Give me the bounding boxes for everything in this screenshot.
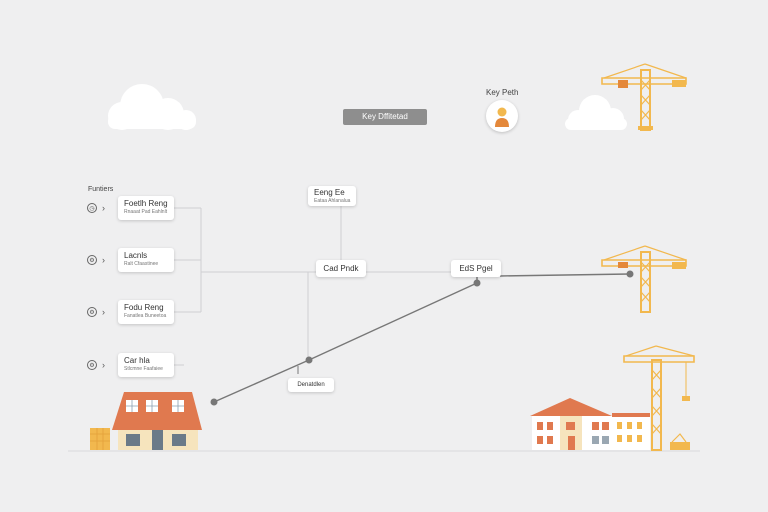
gear-icon: ⚙ bbox=[87, 360, 97, 370]
list-item[interactable]: Foetlh Reng Rnaaat Pad Eahlnlt bbox=[118, 196, 174, 220]
connector-lines bbox=[174, 206, 452, 366]
crane-icon bbox=[601, 63, 687, 131]
gear-icon: ⚙ bbox=[87, 255, 97, 265]
crane-icon bbox=[623, 345, 695, 451]
chevron-right-icon[interactable]: › bbox=[102, 203, 105, 213]
node-title: Eeng Ee bbox=[314, 188, 345, 197]
node-subtitle: Eataa Ahlanalua bbox=[314, 198, 351, 204]
user-icon bbox=[495, 107, 509, 127]
header-banner[interactable]: Key Dffitetad bbox=[343, 109, 427, 125]
clock-icon: ◷ bbox=[87, 203, 97, 213]
list-item-subtitle: Rnaaat Pad Eahlnlt bbox=[124, 209, 168, 215]
path-line bbox=[213, 273, 631, 403]
house-icon bbox=[530, 398, 650, 450]
cloud-icon bbox=[108, 84, 196, 130]
list-item-title: Car hla bbox=[124, 356, 150, 365]
list-item-subtitle: Ralt Cfaastinee bbox=[124, 261, 159, 267]
node-card-right[interactable]: EdS Pgel bbox=[451, 260, 501, 277]
list-item[interactable]: Fodu Reng Fanatlea Buneetoa bbox=[118, 300, 174, 324]
node-card-center[interactable]: Cad Pndk bbox=[316, 260, 366, 277]
chevron-right-icon[interactable]: › bbox=[102, 255, 105, 265]
node-card-top[interactable]: Eeng Ee Eataa Ahlanalua bbox=[308, 186, 356, 206]
chevron-right-icon[interactable]: › bbox=[102, 307, 105, 317]
sidebar-heading: Funtiers bbox=[88, 186, 114, 193]
list-item-title: Foetlh Reng bbox=[124, 199, 168, 208]
list-item-subtitle: Fanatlea Buneetoa bbox=[124, 313, 167, 319]
path-nodes bbox=[210, 270, 634, 406]
list-item-title: Lacnls bbox=[124, 251, 148, 260]
node-card-bottom[interactable]: Denatdlen bbox=[288, 378, 334, 392]
crane-icon bbox=[601, 245, 687, 313]
list-item[interactable]: Car hla Stlcmne Faafaiee bbox=[118, 353, 174, 377]
list-item[interactable]: Lacnls Ralt Cfaastinee bbox=[118, 248, 174, 272]
list-item-subtitle: Stlcmne Faafaiee bbox=[124, 366, 163, 372]
gear-icon: ⚙ bbox=[87, 307, 97, 317]
avatar-label: Key Peth bbox=[486, 88, 519, 97]
list-item-title: Fodu Reng bbox=[124, 303, 164, 312]
chevron-right-icon[interactable]: › bbox=[102, 360, 105, 370]
house-icon bbox=[90, 392, 202, 450]
cloud-icon bbox=[565, 95, 627, 130]
